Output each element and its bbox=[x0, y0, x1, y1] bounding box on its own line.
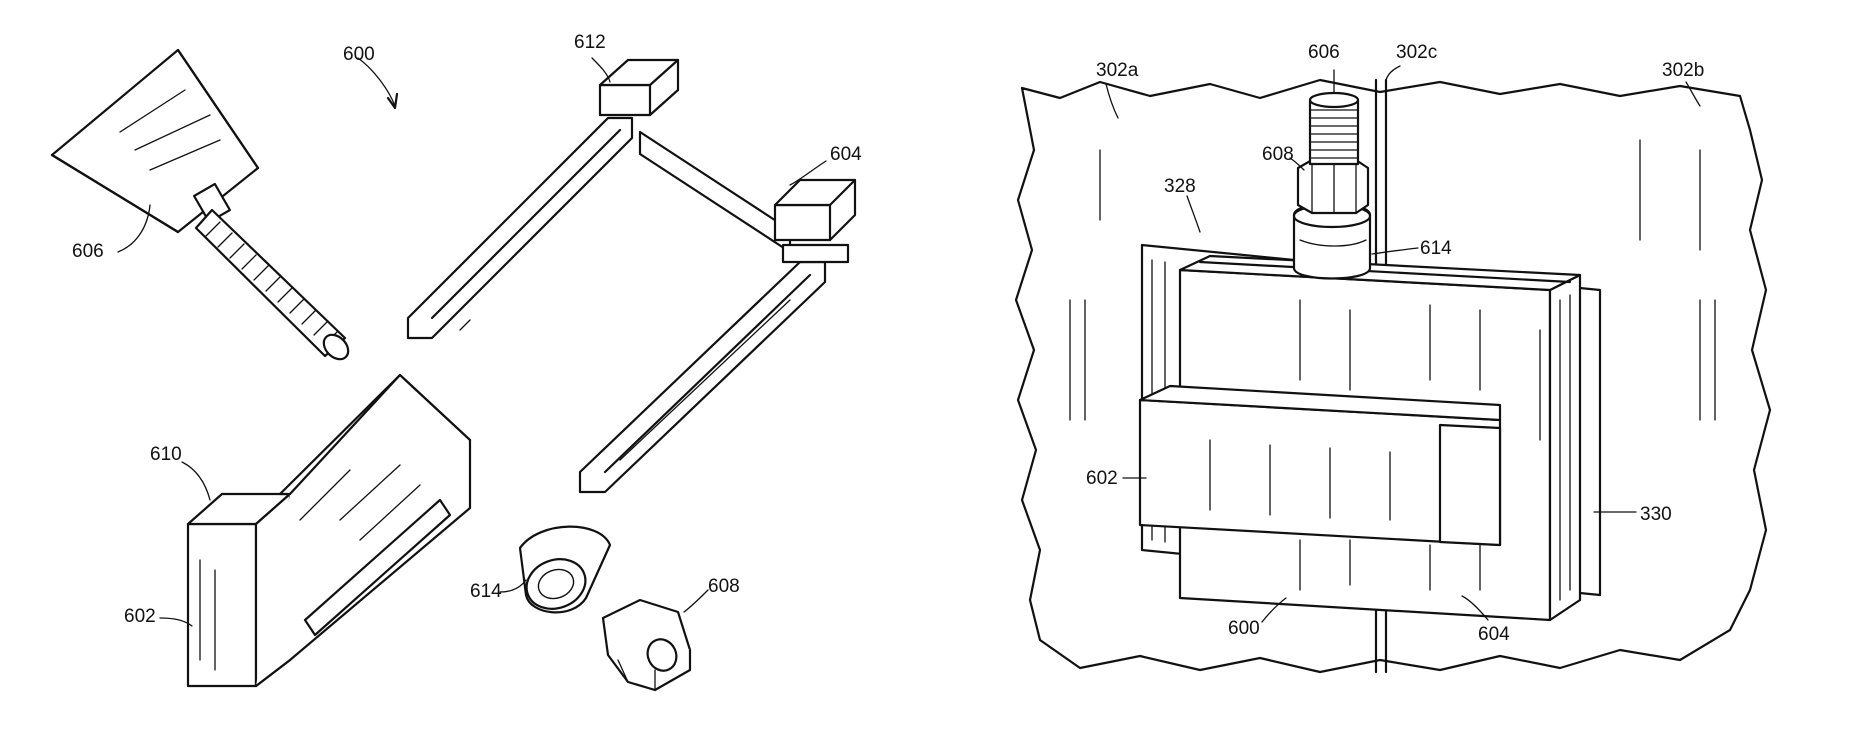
label-608-right: 608 bbox=[1262, 144, 1294, 165]
label-614: 614 bbox=[470, 581, 502, 602]
label-600-right: 600 bbox=[1228, 618, 1260, 639]
label-602: 602 bbox=[124, 606, 156, 627]
label-302b: 302b bbox=[1662, 60, 1704, 81]
label-328: 328 bbox=[1164, 176, 1196, 197]
label-608: 608 bbox=[708, 576, 740, 597]
body-installed bbox=[1140, 386, 1500, 545]
label-604: 604 bbox=[830, 144, 862, 165]
label-604-right: 604 bbox=[1478, 624, 1510, 645]
label-610: 610 bbox=[150, 444, 182, 465]
label-302a: 302a bbox=[1096, 60, 1139, 81]
nut-part bbox=[603, 600, 690, 690]
label-606-right: 606 bbox=[1308, 42, 1340, 63]
exploded-view: 600 606 612 604 610 602 614 608 bbox=[52, 32, 862, 690]
label-606: 606 bbox=[72, 241, 104, 262]
body-block-part bbox=[188, 375, 470, 686]
label-600: 600 bbox=[343, 44, 375, 65]
label-614-right: 614 bbox=[1420, 238, 1452, 259]
washer-part bbox=[520, 527, 610, 617]
frame-lower-part bbox=[580, 245, 848, 492]
wedge-bolt-part bbox=[52, 50, 353, 364]
label-302c: 302c bbox=[1396, 42, 1437, 63]
installed-view: 302a 606 302c 302b 608 328 614 602 330 6… bbox=[1016, 42, 1770, 672]
label-602-right: 602 bbox=[1086, 468, 1118, 489]
label-330: 330 bbox=[1640, 504, 1672, 525]
label-612: 612 bbox=[574, 32, 606, 53]
